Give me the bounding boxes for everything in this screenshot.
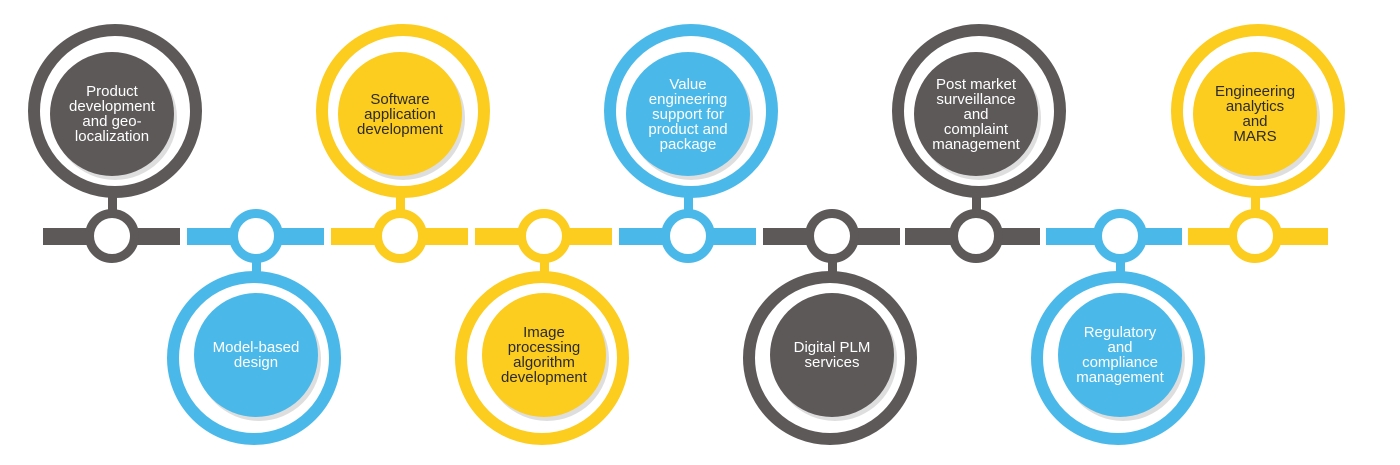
milestone-stem (1250, 197, 1260, 213)
milestone-stem (827, 259, 837, 272)
connector-circle (373, 209, 427, 263)
milestone-label: Value engineering support for product an… (648, 75, 728, 153)
milestone-stem (1115, 259, 1125, 272)
milestone-disc: Image processing algorithm development (482, 293, 606, 417)
milestone-label: Regulatory and compliance management (1076, 324, 1164, 386)
milestone-label: Model-based design (212, 339, 300, 371)
milestone-label: Post market surveillance and complaint m… (932, 75, 1020, 153)
connector-circle (1093, 209, 1147, 263)
connector-circle (229, 209, 283, 263)
milestone-disc: Product development and geo- localizatio… (50, 52, 174, 176)
connector-circle (949, 209, 1003, 263)
milestone-label: Product development and geo- localizatio… (69, 83, 155, 145)
milestone-label: Software application development (357, 90, 443, 138)
connector-circle (661, 209, 715, 263)
milestone-disc: Value engineering support for product an… (626, 52, 750, 176)
milestone-disc: Software application development (338, 52, 462, 176)
milestone-disc: Regulatory and compliance management (1058, 293, 1182, 417)
milestone-stem (971, 197, 981, 213)
milestone-disc: Post market surveillance and complaint m… (914, 52, 1038, 176)
milestone-stem (539, 259, 549, 272)
connector-circle (1228, 209, 1282, 263)
milestone-stem (251, 259, 261, 272)
connector-circle (85, 209, 139, 263)
milestone-disc: Engineering analytics and MARS (1193, 52, 1317, 176)
milestone-stem (107, 197, 117, 213)
milestone-label: Engineering analytics and MARS (1214, 83, 1296, 145)
milestone-stem (395, 197, 405, 213)
milestone-disc: Digital PLM services (770, 293, 894, 417)
milestone-label: Image processing algorithm development (501, 324, 587, 386)
connector-circle (517, 209, 571, 263)
milestone-label: Digital PLM services (793, 339, 871, 371)
milestone-stem (683, 197, 693, 213)
connector-circle (805, 209, 859, 263)
milestone-disc: Model-based design (194, 293, 318, 417)
